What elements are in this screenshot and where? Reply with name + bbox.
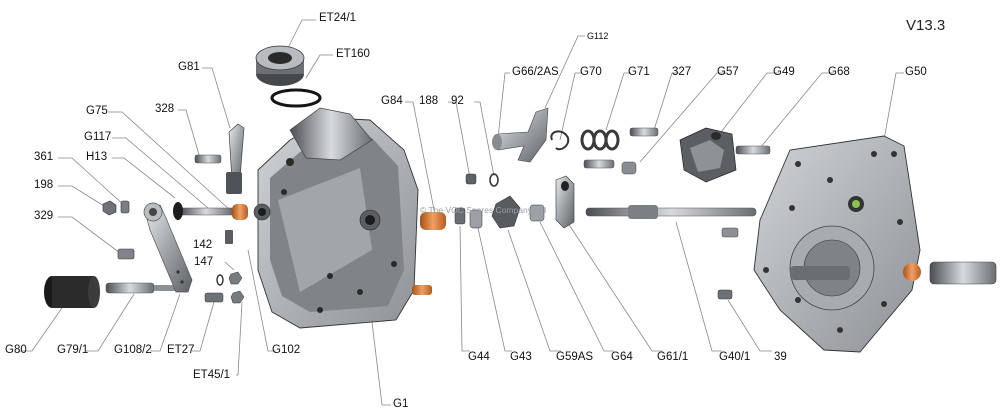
label-329: 329: [34, 210, 54, 222]
bolt-right: [721, 227, 739, 238]
adapter-plate-g50: [753, 135, 997, 353]
label-g70: G70: [580, 66, 602, 78]
label-g81: G81: [178, 61, 200, 73]
label-g40-1: G40/1: [719, 351, 751, 363]
rings-g71: [580, 129, 620, 151]
pin-g79-1: [105, 282, 178, 294]
label-g57: G57: [717, 66, 739, 78]
bolt-small: [583, 159, 615, 169]
label-g68: G68: [828, 66, 850, 78]
label-198: 198: [34, 179, 54, 191]
selector-g49: [679, 127, 737, 183]
label-361: 361: [34, 151, 54, 163]
label-g50: G50: [905, 66, 927, 78]
label-39: 39: [774, 351, 787, 363]
part-92: [489, 173, 499, 187]
selector-parts: [454, 175, 575, 229]
lever-g108-2: [143, 202, 193, 293]
label-g71: G71: [628, 66, 650, 78]
label-et27: ET27: [167, 344, 195, 356]
label-142: 142: [193, 239, 213, 251]
label-g102: G102: [272, 344, 301, 356]
label-92: 92: [451, 95, 464, 107]
bolt-327: [629, 127, 659, 137]
screw-39: [717, 289, 733, 300]
label-g79-1: G79/1: [57, 344, 89, 356]
watermark: © The VOC Spares Company Ltd: [420, 205, 547, 215]
label-g117: G117: [84, 131, 112, 143]
part-188: [465, 173, 477, 185]
label-et160: ET160: [336, 48, 370, 60]
label-g59as: G59AS: [556, 351, 594, 363]
knob-g80: [44, 276, 100, 308]
o-ring-et160: [270, 88, 322, 108]
fasteners-left: [102, 154, 245, 304]
label-188: 188: [419, 95, 439, 107]
filler-cap-et24-1: [255, 45, 305, 86]
lever-g81: [226, 123, 245, 194]
label-g84: G84: [381, 95, 403, 107]
label-g1: G1: [393, 398, 409, 410]
label-et24-1: ET24/1: [319, 12, 357, 24]
label-328: 328: [155, 103, 175, 115]
label-g66-2as: G66/2AS: [512, 66, 559, 78]
bolt-g68: [735, 145, 771, 155]
shaft-g40-1: [585, 205, 757, 219]
gearbox-cover-g1: [253, 107, 432, 329]
clip-g70: [550, 130, 570, 151]
label-et45-1: ET45/1: [193, 369, 231, 381]
shaft-g75: [173, 202, 248, 220]
label-h13: H13: [86, 151, 108, 163]
label-g61-1: G61/1: [657, 351, 689, 363]
fork-g66-2as: [492, 107, 549, 163]
label-g64: G64: [611, 351, 633, 363]
label-g75: G75: [86, 105, 108, 117]
label-g108-2: G108/2: [114, 344, 152, 356]
label-g80: G80: [5, 344, 27, 356]
leader-lines: [18, 19, 904, 406]
label-g112: G112: [587, 31, 609, 41]
label-g49: G49: [773, 66, 795, 78]
part-g57: [621, 161, 637, 175]
label-327: 327: [672, 66, 692, 78]
bush-g84: [420, 212, 446, 230]
label-147: 147: [194, 256, 214, 268]
label-g44: G44: [468, 351, 490, 363]
label-g43: G43: [510, 351, 532, 363]
version-label: V13.3: [906, 17, 946, 34]
